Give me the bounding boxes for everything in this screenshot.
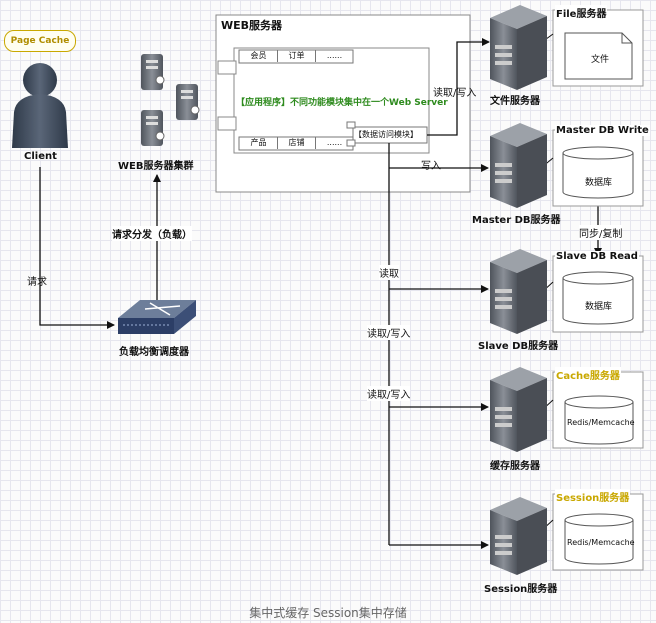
edge-label-session: 读取/写入 <box>367 386 411 401</box>
edge-label-file: 读取/写入 <box>433 88 477 99</box>
module-more-bottom: ...... <box>326 138 343 147</box>
web-cluster-icon <box>141 54 200 146</box>
module-member: 会员 <box>240 50 278 62</box>
request-label: 请求 <box>27 277 47 288</box>
cache-server-icon <box>490 367 547 452</box>
slave-content: 数据库 <box>585 302 613 312</box>
module-product: 产品 <box>240 137 278 149</box>
database-icon-master <box>562 146 634 199</box>
file-icon <box>564 32 633 80</box>
session-content: Redis/Memcache <box>567 538 635 547</box>
file-server-icon <box>490 5 547 90</box>
web-server-title: WEB服务器 <box>221 19 283 32</box>
module-more-top: ...... <box>326 51 343 60</box>
client-icon <box>12 63 68 148</box>
top-modules-row <box>238 49 354 64</box>
dispatch-label: 请求分发（负载） <box>112 226 192 241</box>
session-box-title: Session服务器 <box>555 489 631 504</box>
edge-request <box>39 167 115 329</box>
client-label: Client <box>24 151 57 162</box>
load-balancer-label: 负载均衡调度器 <box>119 347 189 358</box>
database-icon-cache <box>564 395 634 445</box>
edge-label-cache: 读取/写入 <box>367 325 411 340</box>
module-order: 订单 <box>278 50 316 62</box>
slave-server-label: Slave DB服务器 <box>478 341 559 352</box>
master-content: 数据库 <box>585 178 613 188</box>
session-server-icon <box>490 497 547 575</box>
file-server-label: 文件服务器 <box>490 96 540 107</box>
web-cluster-label: WEB服务器集群 <box>118 161 194 172</box>
cache-server-label: 缓存服务器 <box>490 461 540 472</box>
slave-db-server-icon <box>490 249 547 334</box>
master-server-label: Master DB服务器 <box>472 215 561 226</box>
cache-content: Redis/Memcache <box>567 418 635 427</box>
edge-file <box>427 38 490 136</box>
database-icon-slave <box>562 271 634 325</box>
master-box-title: Master DB Write <box>555 125 650 136</box>
master-db-server-icon <box>490 123 547 208</box>
database-icon-session <box>564 513 634 565</box>
cache-box-title: Cache服务器 <box>555 367 621 382</box>
module-store: 店铺 <box>278 137 316 149</box>
app-note: 【应用程序】不同功能模块集中在一个Web Server <box>236 98 448 108</box>
file-content: 文件 <box>591 55 610 65</box>
edge-label-master: 写入 <box>421 161 441 172</box>
data-access-label: 【数据访问模块】 <box>354 130 418 139</box>
page-cache-badge: Page Cache <box>4 30 76 52</box>
figure-caption: 集中式缓存 Session集中存储 <box>249 606 407 620</box>
slave-box-title: Slave DB Read <box>555 251 639 262</box>
edge-label-slave: 读取 <box>379 265 399 280</box>
edge-label-sync: 同步/复制 <box>579 225 623 240</box>
load-balancer-icon <box>118 300 196 334</box>
session-server-label: Session服务器 <box>484 584 558 595</box>
file-box-title: File服务器 <box>555 5 608 20</box>
